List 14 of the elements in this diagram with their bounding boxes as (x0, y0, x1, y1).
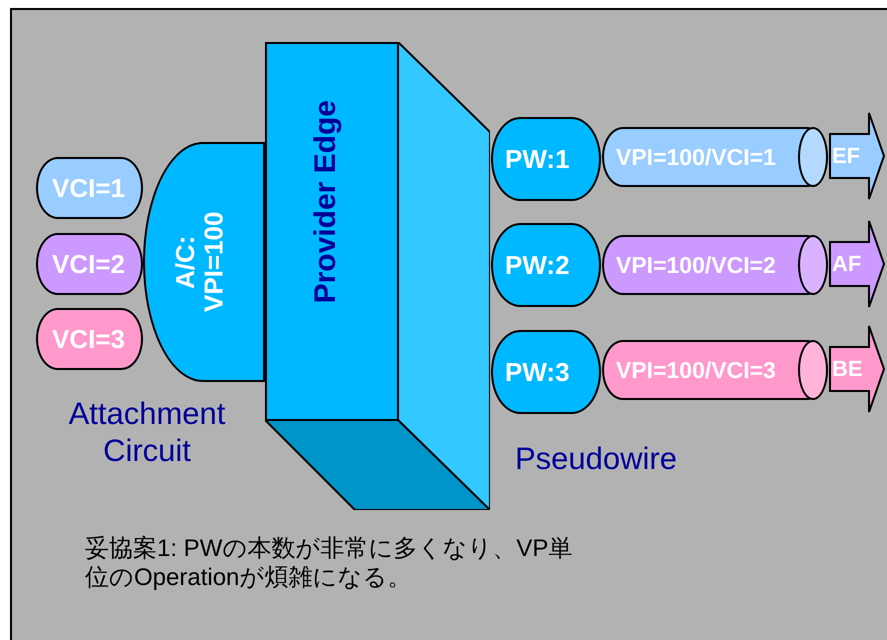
cylinder: VPI=100/VCI=1 (602, 127, 828, 187)
cylinder: VCI=1 (36, 157, 143, 219)
cylinder: VCI=3 (36, 308, 143, 370)
provider-edge-block: Provider Edge (265, 42, 490, 510)
cylinder: VPI=100/VCI=3 (602, 340, 828, 400)
arrow-shape: AF (829, 220, 885, 308)
circuit-cylinder: A/C: VPI=100 (143, 142, 265, 382)
arrow-shape: EF (829, 112, 885, 200)
part-label: Attachment Circuit (68, 395, 226, 470)
arrow-shape: BE (829, 325, 885, 413)
cylinder: VCI=2 (36, 233, 143, 295)
cylinder: VPI=100/VCI=2 (602, 235, 828, 295)
note-text: 妥協案1: PWの本数が非常に多くなり、VP単位のOperationが煩雑になる。 (85, 535, 574, 593)
part-label: Pseudowire (515, 440, 678, 478)
